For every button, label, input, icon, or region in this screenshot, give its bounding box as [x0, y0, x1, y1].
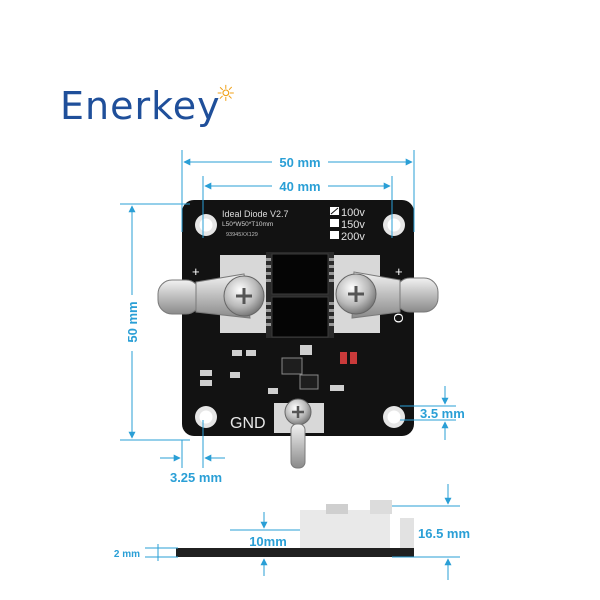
dim-side-thickness: 2 mm	[114, 549, 140, 560]
dim-component-height: 10mm	[249, 534, 287, 549]
side-dimension-labels: 2 mm 10mm 16.5 mm	[114, 526, 470, 560]
dim-hole-margin-y: 3.5 mm	[420, 406, 465, 421]
voltage-200: 200v	[341, 231, 365, 243]
smd-components	[200, 345, 357, 394]
gnd-label: GND	[230, 415, 266, 432]
dim-width-outer: 50 mm	[279, 155, 320, 170]
enerkey-logo: Enerkey ☼	[60, 82, 236, 128]
voltage-150: 150v	[341, 219, 365, 231]
output-label: O	[391, 313, 406, 323]
voltage-100: 100v	[341, 207, 365, 219]
board-title: Ideal Diode V2.7	[222, 209, 289, 219]
plus-label-left: +	[192, 264, 200, 279]
mosfet-packages	[266, 252, 334, 338]
dimension-labels: 50 mm 40 mm 50 mm 3.25 mm 3.5 mm	[124, 154, 465, 485]
board-size: L50*W50*T10mm	[222, 221, 273, 228]
terminal-right	[335, 271, 439, 319]
dim-width-holes: 40 mm	[279, 179, 320, 194]
terminal-gnd	[284, 398, 312, 469]
dim-total-height: 16.5 mm	[418, 526, 470, 541]
side-pcb	[176, 548, 414, 557]
dim-hole-margin-x: 3.25 mm	[170, 470, 222, 485]
brand-name: Enerkey	[60, 84, 221, 128]
mounting-holes	[195, 214, 405, 428]
voltage-options: 100v 150v 200v	[330, 207, 365, 243]
terminal-left	[157, 273, 265, 319]
board-serial: 93945XX129	[226, 232, 258, 238]
pcb-board: Ideal Diode V2.7 L50*W50*T10mm 93945XX12…	[182, 200, 414, 436]
side-view	[176, 500, 414, 557]
plus-label-right: +	[395, 264, 403, 279]
side-dimension-lines	[145, 484, 460, 580]
side-terminal-block	[300, 510, 390, 548]
sun-icon: ☼	[215, 82, 237, 107]
dim-height: 50 mm	[125, 301, 140, 342]
